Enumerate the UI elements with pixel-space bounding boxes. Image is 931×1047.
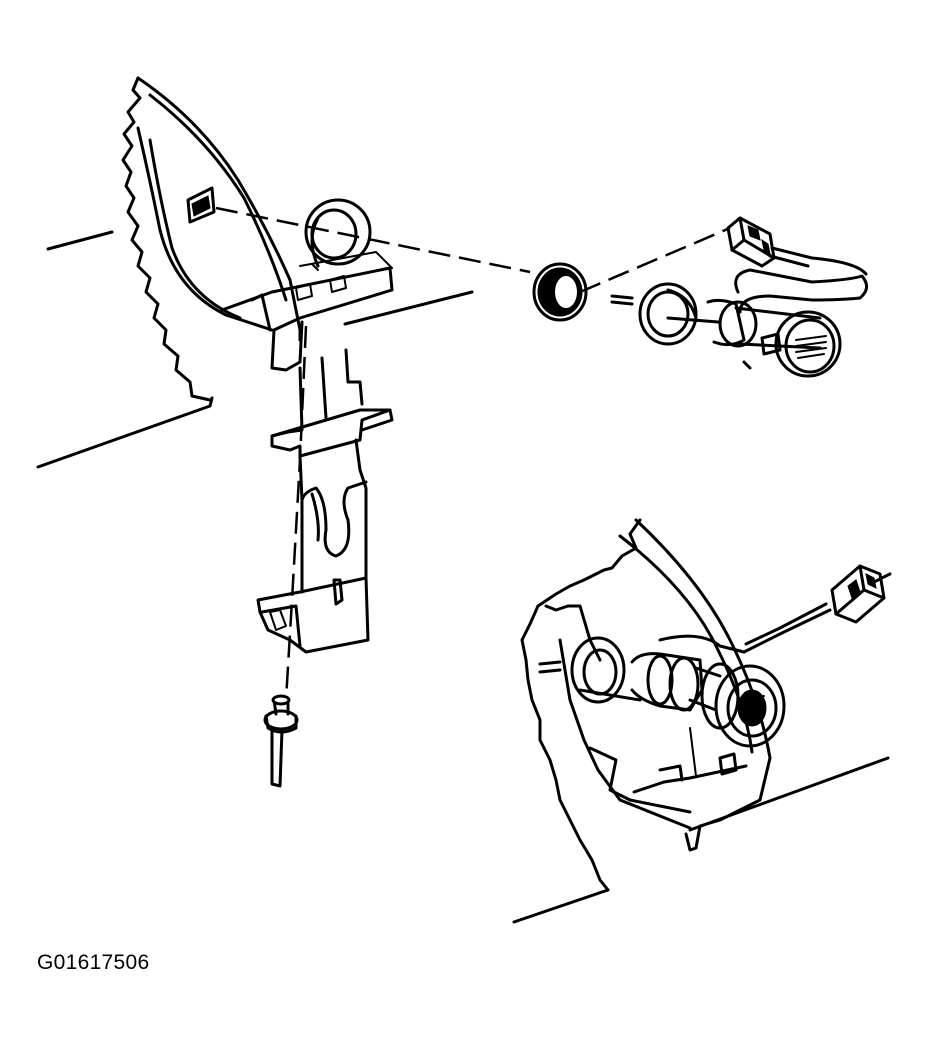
cigar-lighter-socket-installed xyxy=(630,634,786,748)
alignment-line-horizontal xyxy=(215,206,731,294)
alignment-line-vertical xyxy=(284,325,308,701)
wire-connector-installed xyxy=(830,564,886,624)
installed-view xyxy=(512,518,892,924)
cigar-lighter-socket xyxy=(610,282,842,378)
panel-outline-left xyxy=(36,76,474,469)
wire-harness xyxy=(734,246,868,314)
mounting-clip xyxy=(256,348,394,654)
exploded-view xyxy=(36,76,868,788)
mounting-screw xyxy=(263,694,299,788)
panel-outline-right xyxy=(512,518,890,924)
wire-connector xyxy=(726,216,776,268)
retainer-ring-installed xyxy=(538,636,642,704)
bezel-housing-installed xyxy=(544,518,772,852)
washer xyxy=(532,262,588,322)
bezel-housing xyxy=(136,76,394,372)
figure-id-label: G01617506 xyxy=(37,951,150,974)
retainer-ring-upper xyxy=(304,198,372,268)
